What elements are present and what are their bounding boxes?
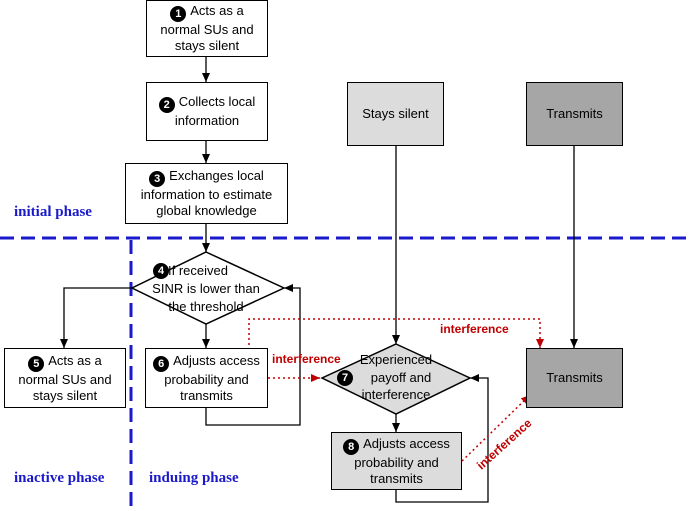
interference-arrow-top <box>248 318 544 350</box>
node-8-text: Adjusts access probability and transmits <box>354 435 450 486</box>
node-1-text: Acts as a normal SUs and stays silent <box>160 3 254 53</box>
step-number-badge: 6 <box>153 355 170 372</box>
node-4-text-line-3: the threshold <box>168 299 244 314</box>
stays-silent-box: Stays silent <box>347 82 444 146</box>
step-number-badge: 2 <box>158 97 175 113</box>
interference-label-top: interference <box>440 322 509 336</box>
stays-silent-text: Stays silent <box>362 106 429 121</box>
node-3-text: Exchanges local information to estimate … <box>140 168 273 218</box>
transmits-right-box: Transmits <box>526 348 623 408</box>
node-2-text: Collects local information <box>174 94 256 128</box>
node-7-text-line-1: Experienced <box>359 352 433 367</box>
step-number-badge: 5 <box>28 355 45 372</box>
transmits-right-text: Transmits <box>546 370 603 385</box>
initial-phase-label: initial phase <box>14 204 92 220</box>
step-number-badge: 3 <box>149 171 166 187</box>
loop-8-to-7 <box>395 374 489 503</box>
interference-label-mid: interference <box>272 352 341 366</box>
node-7-text-line-2: payoff and <box>370 370 432 385</box>
node-6-text: Adjusts access probability and transmits <box>164 352 260 403</box>
transmits-top-text: Transmits <box>546 106 603 121</box>
step-number-badge: 7 <box>337 370 353 386</box>
induing-phase-label: induing phase <box>149 470 239 486</box>
step-number-badge: 4 <box>153 263 169 279</box>
node-4-text-line-1: If received <box>168 263 228 278</box>
node-7-text-line-3: interference <box>361 387 431 402</box>
interference-arrow-diag <box>461 394 531 462</box>
transmits-top-box: Transmits <box>526 82 623 146</box>
node-4-text-line-2: SINR is lower than <box>152 281 260 296</box>
step-number-badge: 8 <box>343 438 360 455</box>
loop-6-to-4 <box>205 284 301 426</box>
inactive-phase-label: inactive phase <box>14 470 105 486</box>
arrow-4-to-5 <box>60 287 132 348</box>
node-5-text: Acts as a normal SUs and stays silent <box>18 352 112 403</box>
step-number-badge: 1 <box>170 6 187 22</box>
